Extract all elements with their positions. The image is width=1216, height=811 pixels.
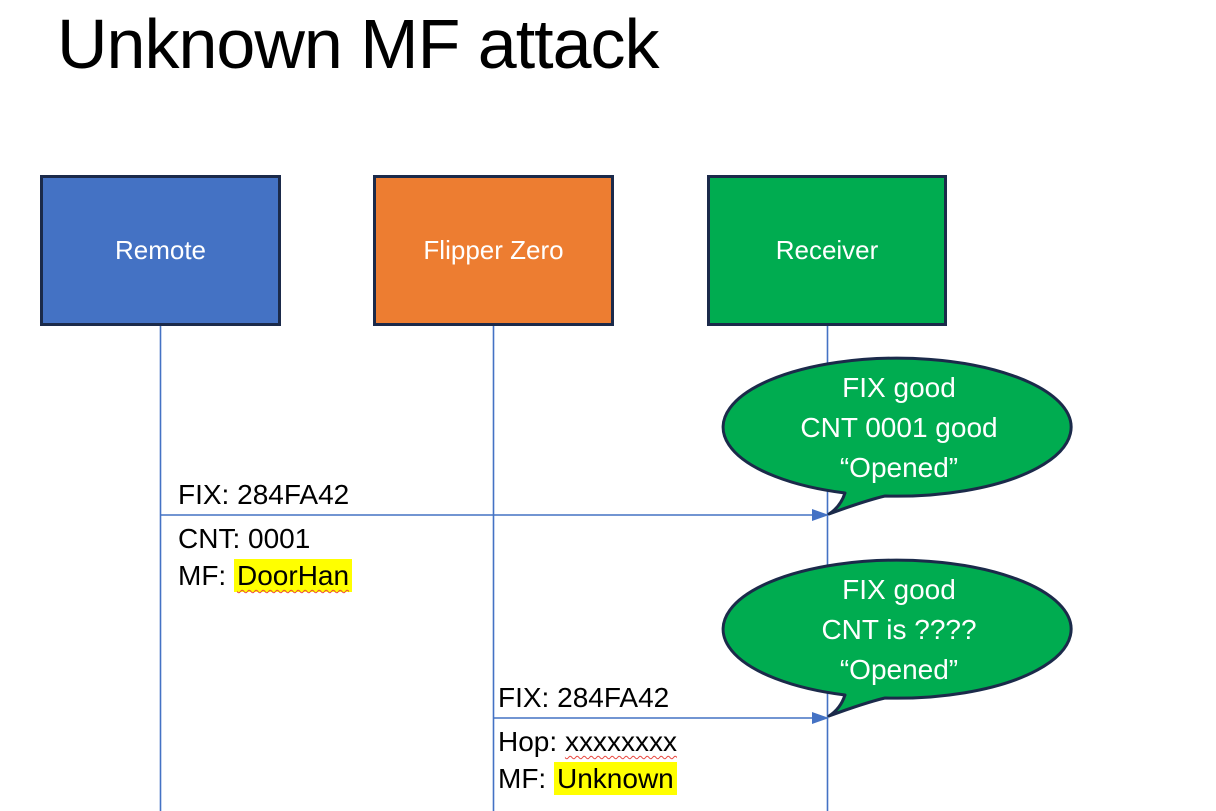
callout-2-text: FIX good CNT is ???? “Opened”: [725, 570, 1073, 690]
callout-1-line-2: CNT 0001 good: [800, 412, 998, 443]
slide-title: Unknown MF attack: [57, 5, 660, 83]
callout-1-line-3: “Opened”: [839, 452, 959, 483]
message-2-mf: MF: Unknown: [498, 760, 677, 797]
arrowhead-icon: [812, 712, 829, 724]
callout-2-line-3: “Opened”: [839, 654, 959, 685]
message-1-cnt: CNT: 0001: [178, 523, 311, 554]
actor-label-receiver: Receiver: [775, 235, 879, 265]
message-1-mf: MF: DoorHan: [178, 557, 353, 594]
arrowhead-icon: [812, 509, 829, 521]
message-2-fix: FIX: 284FA42: [498, 682, 670, 713]
callout-bubble-1: [721, 356, 1073, 516]
actor-box-flipper-zero: Flipper Zero: [373, 175, 614, 326]
actor-label-remote: Remote: [114, 235, 207, 265]
message-2-hop-value: xxxxxxxx: [564, 726, 677, 757]
actor-label-flipper-zero: Flipper Zero: [423, 235, 564, 265]
callout-1-line-1: FIX good: [842, 372, 956, 403]
actor-box-receiver: Receiver: [707, 175, 947, 326]
callout-2-line-1: FIX good: [842, 574, 956, 605]
callout-1-text: FIX good CNT 0001 good “Opened”: [725, 368, 1073, 488]
callout-bubble-2: [721, 558, 1073, 718]
message-1-label-below: CNT: 0001 MF: DoorHan: [178, 520, 353, 594]
message-2-mf-value: Unknown: [554, 762, 677, 795]
message-2-label-below: Hop: xxxxxxxx MF: Unknown: [498, 723, 677, 797]
actor-box-remote: Remote: [40, 175, 281, 326]
message-2-label-above: FIX: 284FA42: [498, 679, 669, 716]
message-1-label-above: FIX: 284FA42: [178, 476, 349, 513]
message-2-hop: Hop: xxxxxxxx: [498, 726, 677, 757]
message-1-mf-value: DoorHan: [234, 559, 353, 592]
callout-2-line-2: CNT is ????: [821, 614, 977, 645]
message-1-fix: FIX: 284FA42: [178, 479, 350, 510]
